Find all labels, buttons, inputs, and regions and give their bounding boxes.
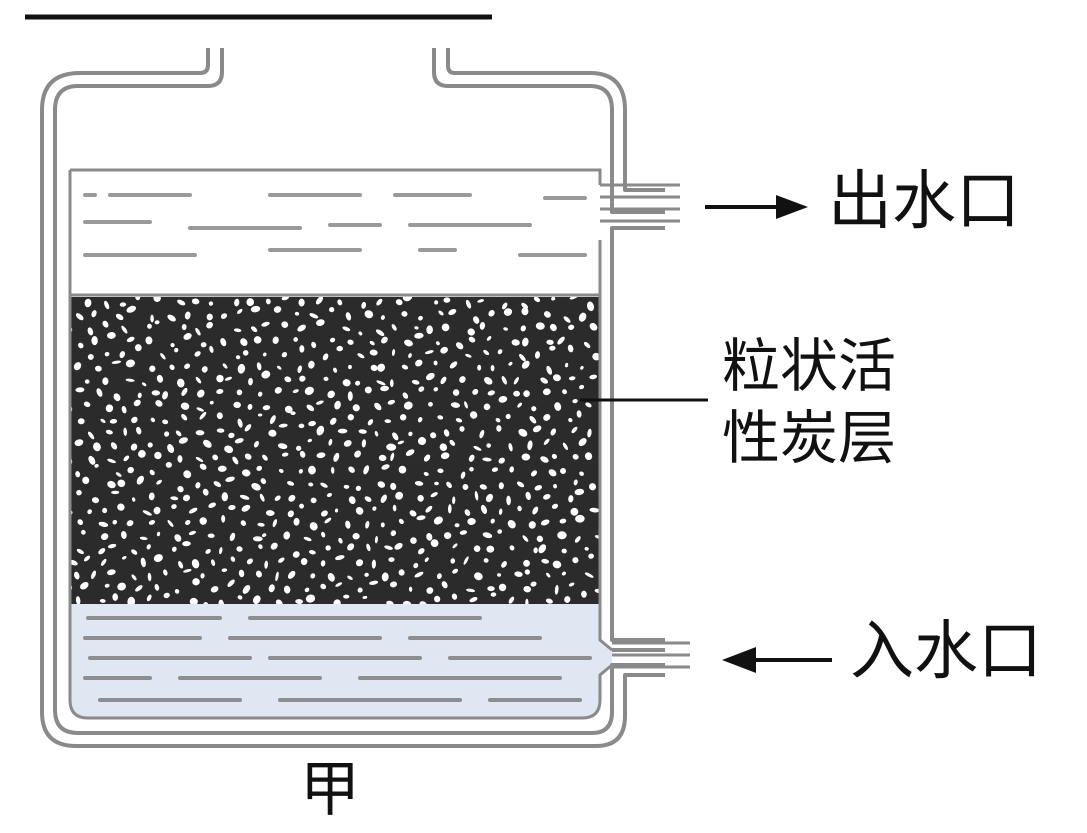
- inlet-label: 入水口: [850, 615, 1042, 689]
- outlet-arrow: [705, 195, 808, 219]
- carbon-layer-label: 粒状活 性炭层: [722, 332, 897, 472]
- container-walls: [40, 48, 665, 748]
- granular-carbon-layer: [70, 297, 600, 604]
- inlet-pipe: [612, 641, 690, 669]
- outlet-water-dashes: [83, 193, 587, 257]
- outlet-label: 出水口: [828, 165, 1020, 239]
- inlet-arrow: [722, 647, 832, 673]
- figure-caption: 甲: [300, 755, 360, 825]
- outlet-pipe: [600, 183, 680, 223]
- inlet-water-layer: [70, 604, 612, 718]
- inlet-water-dashes: [83, 616, 592, 702]
